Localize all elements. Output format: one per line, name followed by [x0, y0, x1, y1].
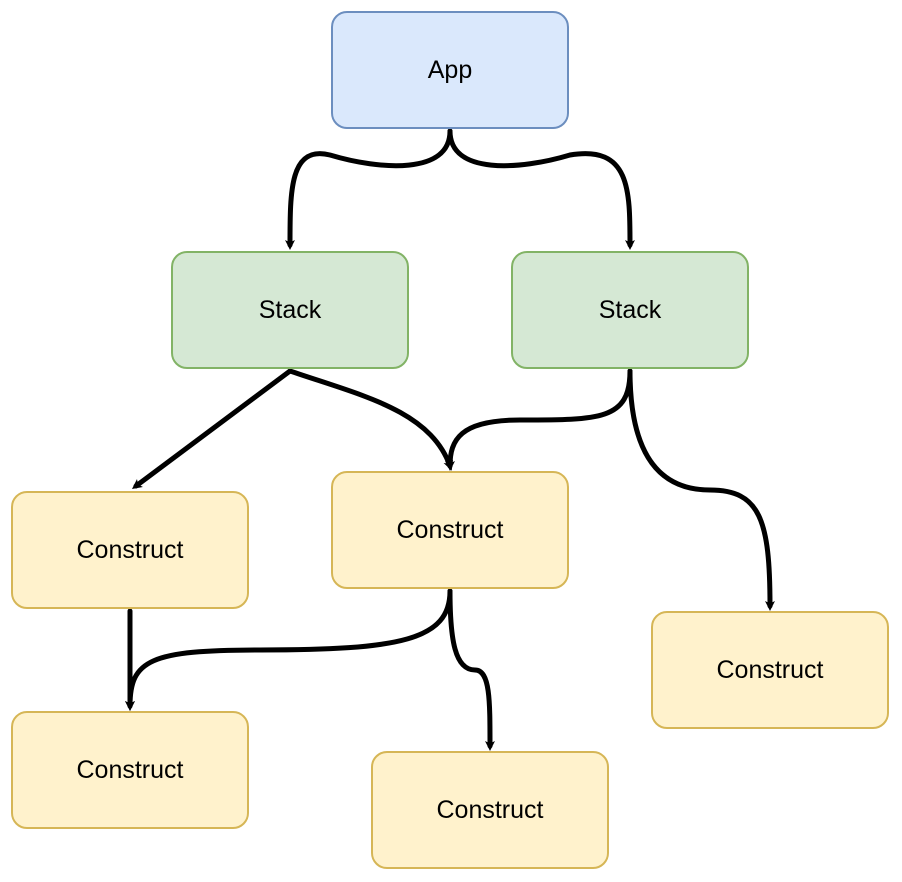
node-construct-bottom-center[interactable]: Construct	[371, 751, 609, 869]
node-construct-bottom-center-label: Construct	[436, 795, 544, 824]
node-construct-right[interactable]: Construct	[651, 611, 889, 729]
node-construct-left[interactable]: Construct	[11, 491, 249, 609]
node-construct-center-label: Construct	[396, 515, 504, 544]
node-construct-center[interactable]: Construct	[331, 471, 569, 589]
edge-construct-center-to-construct-bottom-left	[125, 588, 453, 711]
node-construct-right-label: Construct	[716, 655, 824, 684]
node-construct-bottom-left[interactable]: Construct	[11, 711, 249, 829]
edge-construct-center-to-construct-bottom-center	[447, 588, 495, 751]
node-construct-left-label: Construct	[76, 535, 184, 564]
node-stack-left[interactable]: Stack	[171, 251, 409, 369]
node-construct-bottom-left-label: Construct	[76, 755, 184, 784]
node-stack-right[interactable]: Stack	[511, 251, 749, 369]
node-stack-right-label: Stack	[598, 295, 662, 324]
edge-stack-right-to-construct-center	[445, 368, 633, 471]
node-app-label: App	[427, 55, 473, 84]
edge-app-to-stack-right	[447, 128, 635, 250]
edge-app-to-stack-left	[285, 128, 453, 250]
node-app[interactable]: App	[331, 11, 569, 129]
node-stack-left-label: Stack	[258, 295, 322, 324]
edge-stack-left-to-construct-center	[287, 368, 454, 471]
edge-stack-left-to-construct-left	[131, 368, 293, 489]
edge-stack-right-to-construct-right	[627, 368, 775, 611]
